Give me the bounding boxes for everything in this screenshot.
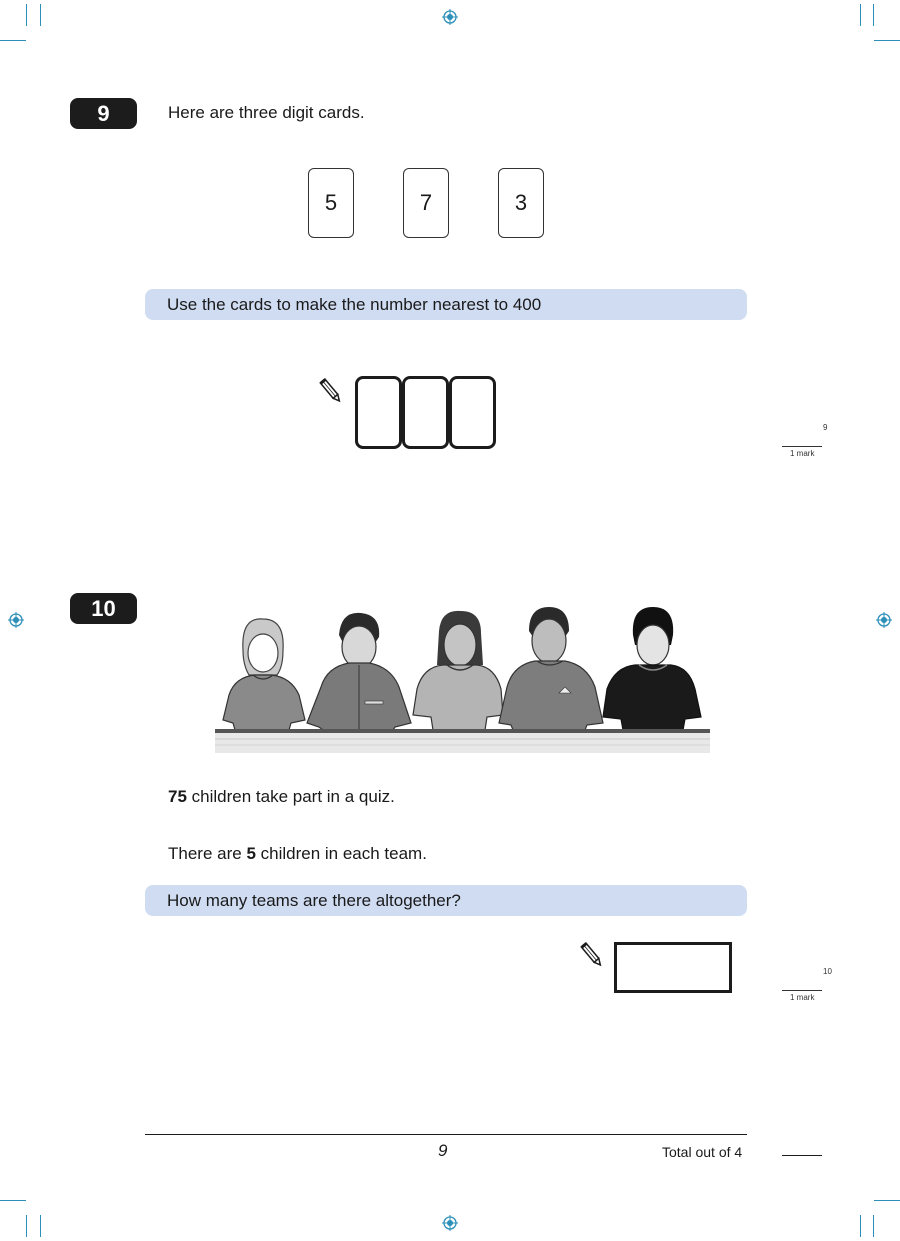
question-number-badge: 9 <box>70 98 137 129</box>
mark-line <box>782 446 822 447</box>
pencil-icon <box>580 942 602 967</box>
margin-question-number: 9 <box>823 423 828 432</box>
answer-digit-box[interactable] <box>449 376 496 449</box>
question-statement-1: 75 children take part in a quiz. <box>168 787 395 806</box>
question-instruction: Use the cards to make the number nearest… <box>145 289 747 320</box>
question-instruction: How many teams are there altogether? <box>145 885 747 916</box>
registration-target-icon <box>442 9 458 25</box>
digit-card: 5 <box>308 168 354 238</box>
footer-rule <box>145 1134 747 1135</box>
answer-box[interactable] <box>614 942 732 993</box>
page-number: 9 <box>438 1141 448 1160</box>
child-figure <box>602 607 702 731</box>
registration-target-icon <box>8 612 24 628</box>
five-children-illustration <box>215 607 710 753</box>
child-figure <box>412 610 504 731</box>
margin-question-number: 10 <box>823 967 832 976</box>
question-number-badge: 10 <box>70 593 137 624</box>
registration-target-icon <box>876 612 892 628</box>
child-figure <box>498 607 604 731</box>
answer-digit-box[interactable] <box>402 376 449 449</box>
total-label: Total out of 4 <box>662 1144 743 1160</box>
registration-target-icon <box>442 1215 458 1231</box>
total-mark-line <box>782 1155 822 1156</box>
question-statement-2: There are 5 children in each team. <box>168 844 427 863</box>
child-figure <box>222 618 306 731</box>
digit-card: 3 <box>498 168 544 238</box>
mark-label: 1 mark <box>790 993 815 1002</box>
mark-line <box>782 990 822 991</box>
question-intro: Here are three digit cards. <box>168 103 365 122</box>
digit-card: 7 <box>403 168 449 238</box>
pencil-icon <box>319 378 341 403</box>
answer-digit-box[interactable] <box>355 376 402 449</box>
mark-label: 1 mark <box>790 449 815 458</box>
child-figure <box>306 612 412 731</box>
